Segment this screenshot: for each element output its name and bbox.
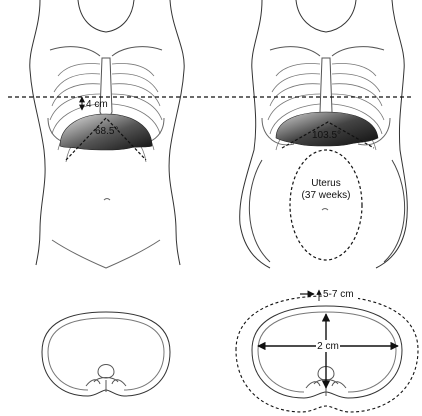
cross-section-pregnant — [236, 296, 418, 412]
uterus-outline — [290, 150, 362, 260]
clavicles-left — [50, 47, 162, 56]
vertebra-left — [86, 365, 126, 393]
angle-label-nonpregnant: 68.5° — [95, 126, 118, 137]
cross-section-nonpregnant — [42, 312, 170, 396]
expanded-outline — [236, 296, 418, 412]
rise-label: 4 cm — [86, 99, 108, 110]
belly-right — [249, 160, 404, 262]
navel-right — [322, 209, 328, 211]
clavicles-right — [270, 47, 384, 56]
diameter-label: 2 cm — [317, 341, 339, 352]
neck-right — [296, 0, 356, 32]
navel-left — [104, 199, 110, 201]
neck-left — [78, 0, 134, 32]
hips-left — [52, 240, 160, 268]
uterus-label: Uterus — [311, 178, 340, 189]
angle-label-pregnant: 103.5° — [312, 130, 341, 141]
thorax-inner-left — [48, 318, 164, 390]
uterus-weeks-label: (37 weeks) — [302, 190, 351, 201]
circumference-label: 5-7 cm — [323, 289, 354, 300]
